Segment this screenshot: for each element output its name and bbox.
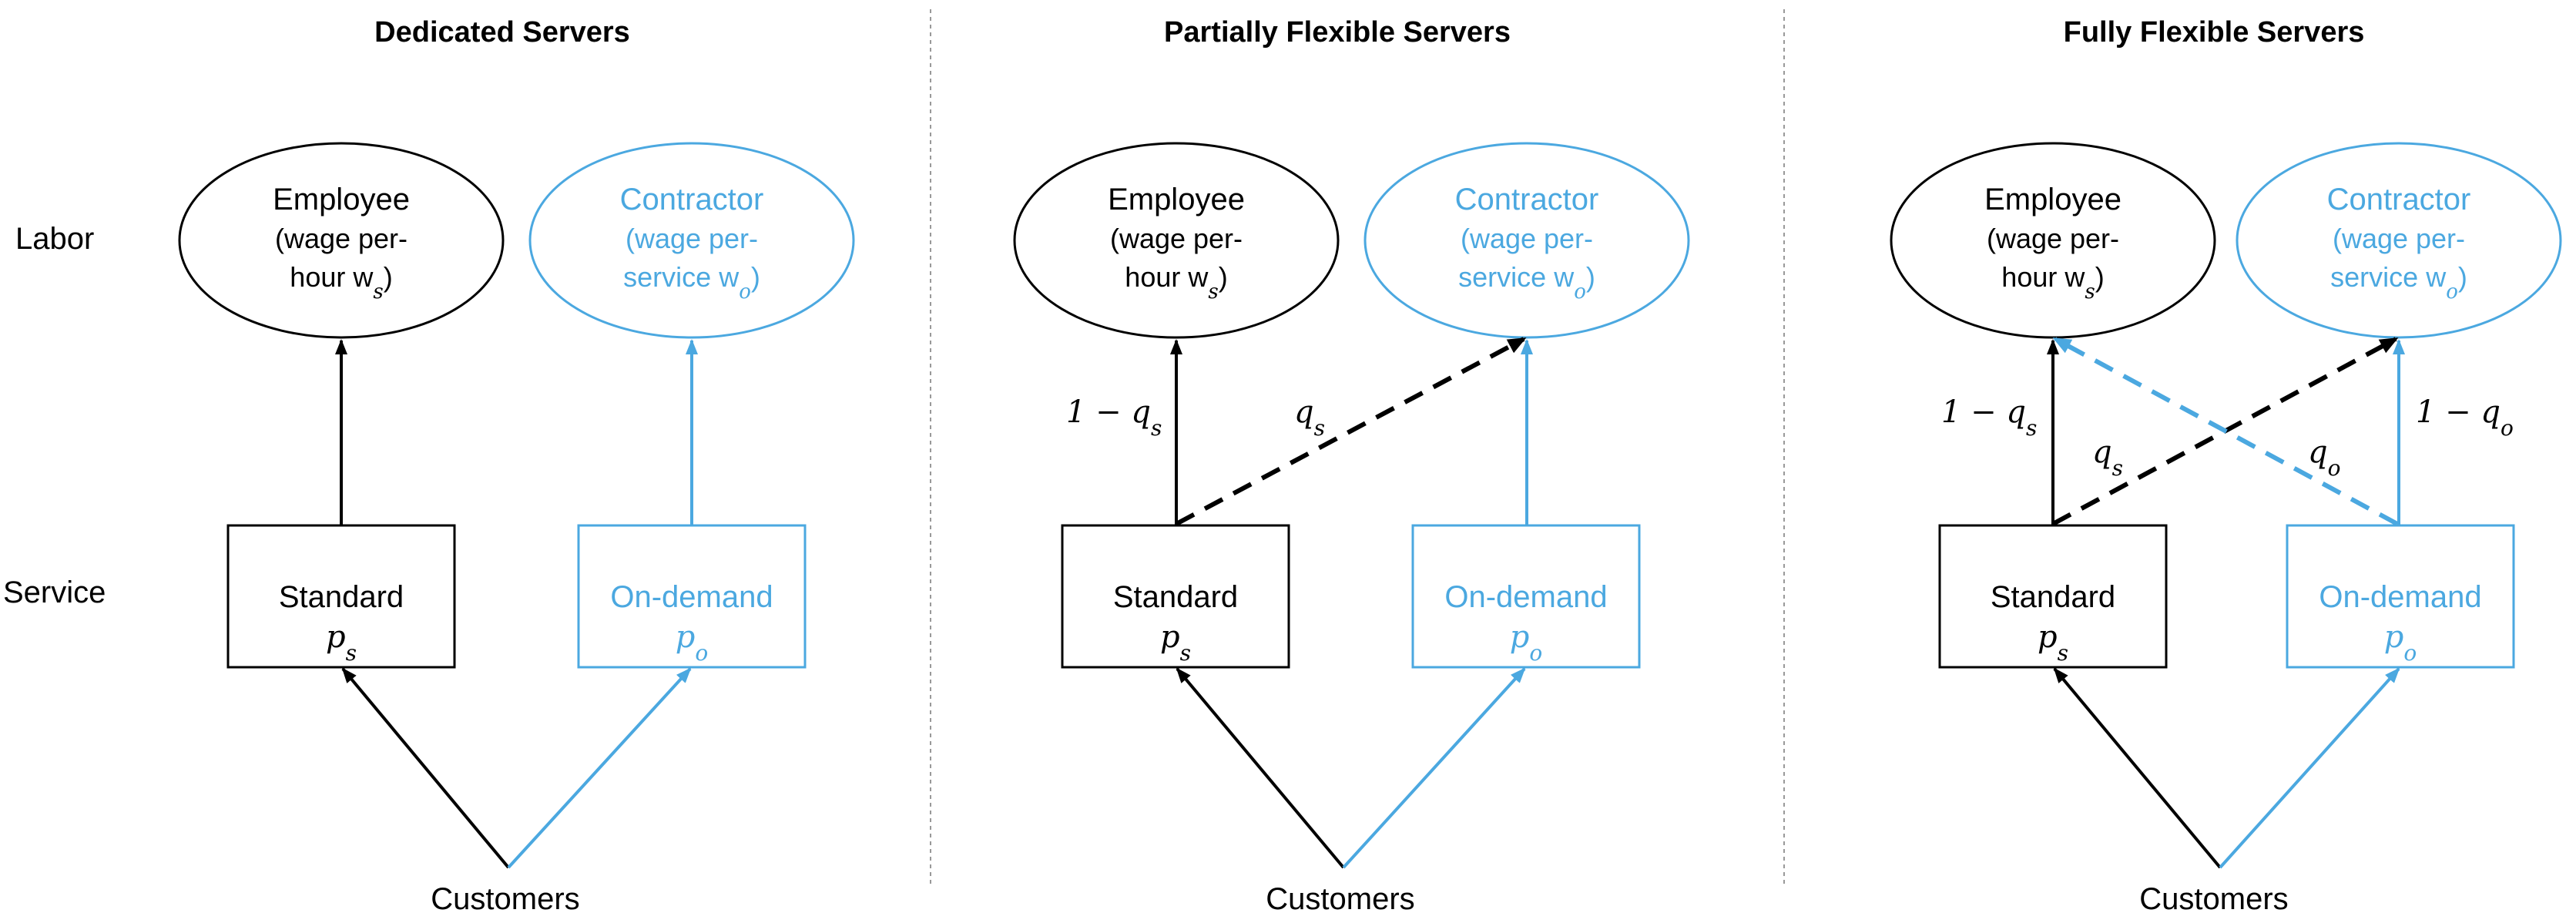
employee-node (1890, 142, 2216, 339)
employee-wage-line1: (wage per- (1110, 223, 1243, 254)
edge-label-employee-share: 1 − qs (1066, 394, 1162, 441)
contractor-wage-line1: (wage per- (1461, 223, 1593, 254)
panel-title: Fully Flexible Servers (2064, 16, 2365, 49)
edge-label-contractor-share: qs (1294, 394, 1325, 441)
contractor-node (2236, 142, 2562, 339)
standard-price: ps (2038, 619, 2068, 666)
standard-label: Standard (279, 580, 404, 614)
panel-fully-flexible: Fully Flexible Servers Employee (wage pe… (1890, 16, 2562, 916)
employee-label: Employee (1984, 183, 2122, 216)
standard-price: ps (1160, 619, 1191, 666)
employee-wage-line2: hour ws) (2001, 261, 2104, 304)
contractor-wage-line2: service wo) (623, 261, 760, 304)
arrow-customers-to-ondemand (2219, 667, 2400, 869)
standard-label: Standard (1991, 580, 2115, 614)
panel-dedicated: Dedicated Servers Employee (wage per- ho… (178, 16, 855, 916)
customers-label: Customers (2139, 882, 2288, 916)
arrow-customers-to-standard (341, 667, 510, 869)
arrow-customers-to-standard (1176, 667, 1345, 869)
standard-label: Standard (1113, 580, 1238, 614)
employee-wage-line2: hour ws) (1125, 261, 1227, 304)
arrow-ondemand-to-employee-dashed (2052, 337, 2399, 526)
panel-title: Dedicated Servers (374, 16, 630, 49)
panel-title: Partially Flexible Servers (1164, 16, 1511, 49)
employee-node (178, 142, 505, 339)
employee-node (1013, 142, 1340, 339)
contractor-wage-line2: service wo) (2330, 261, 2467, 304)
contractor-wage-line1: (wage per- (626, 223, 758, 254)
contractor-label: Contractor (620, 183, 764, 216)
contractor-node (528, 142, 855, 339)
arrow-customers-to-standard (2053, 667, 2222, 869)
contractor-label: Contractor (2327, 183, 2471, 216)
employee-wage-line1: (wage per- (1987, 223, 2119, 254)
employee-wage-line1: (wage per- (275, 223, 408, 254)
standard-price: ps (326, 619, 357, 666)
ondemand-price: po (676, 619, 708, 666)
ondemand-price: po (1510, 619, 1542, 666)
ondemand-price: po (2384, 619, 2417, 666)
ondemand-label: On-demand (610, 580, 773, 614)
panel-partially-flexible: Partially Flexible Servers Employee (wag… (1013, 16, 1690, 916)
customers-label: Customers (431, 882, 579, 916)
employee-label: Employee (1108, 183, 1245, 216)
customers-label: Customers (1266, 882, 1414, 916)
edge-label-ondemand-to-contractor: 1 − qo (2416, 394, 2514, 441)
ondemand-label: On-demand (1444, 580, 1607, 614)
employee-label: Employee (273, 183, 410, 216)
contractor-node (1363, 142, 1690, 339)
contractor-label: Contractor (1455, 183, 1599, 216)
arrow-standard-to-contractor-dashed (1175, 337, 1527, 526)
edge-label-ondemand-to-employee: qo (2308, 435, 2340, 481)
contractor-wage-line2: service wo) (1458, 261, 1595, 304)
edge-label-standard-to-contractor: qs (2092, 435, 2123, 481)
contractor-wage-line1: (wage per- (2333, 223, 2465, 254)
edge-label-standard-to-employee: 1 − qs (1941, 394, 2037, 441)
arrow-customers-to-ondemand (507, 667, 692, 869)
row-label-service: Service (3, 576, 106, 609)
arrow-customers-to-ondemand (1342, 667, 1526, 869)
ondemand-label: On-demand (2319, 580, 2481, 614)
employee-wage-line2: hour ws) (290, 261, 392, 304)
row-label-labor: Labor (15, 222, 94, 256)
